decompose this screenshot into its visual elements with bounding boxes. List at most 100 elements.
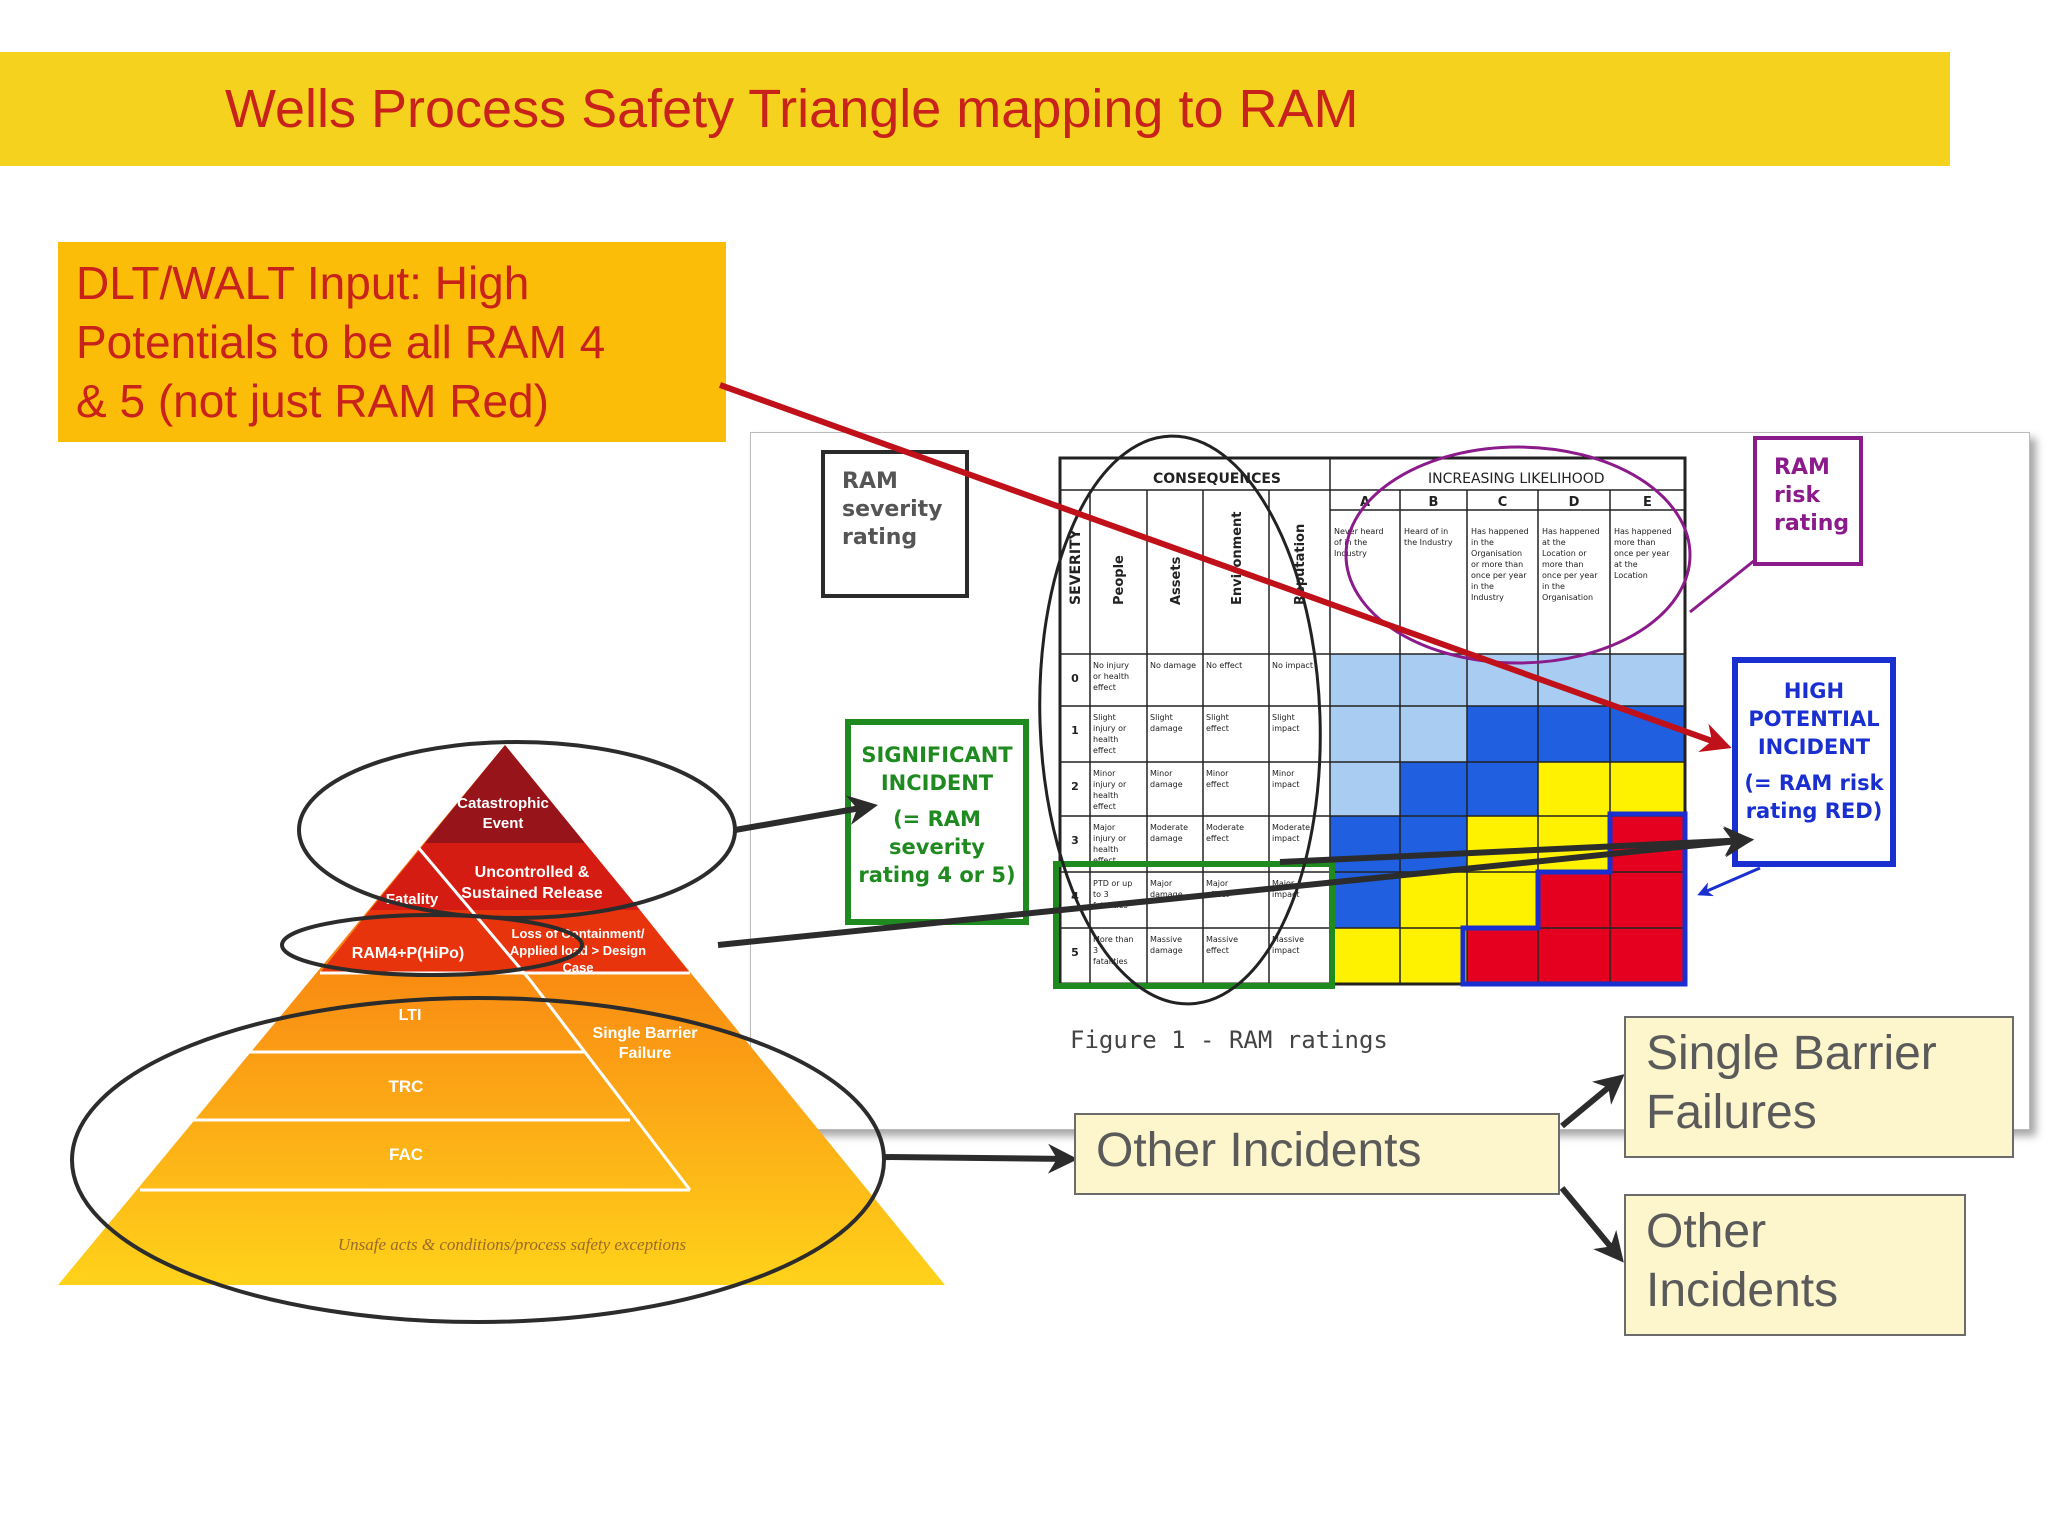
consequence-column-header: Reputation <box>1293 524 1308 605</box>
consequence-cell: No damage <box>1150 661 1196 670</box>
callout-line-3: & 5 (not just RAM Red) <box>76 375 549 427</box>
likelihood-letter: A <box>1360 495 1370 510</box>
likelihood-letter: B <box>1429 495 1439 510</box>
significant-line-5: rating 4 or 5) <box>858 863 1015 887</box>
arrow-catastrophic-to-significant <box>734 795 878 833</box>
matrix-cell <box>1609 705 1686 763</box>
matrix-cell <box>1329 761 1401 817</box>
high-potential-box <box>1732 657 1896 867</box>
pyramid-base <box>58 745 945 1285</box>
arrow-to-single-barrier <box>1560 1074 1625 1129</box>
high-potential-pointer <box>1697 866 1761 897</box>
ram-severity-label-3: rating <box>842 525 917 550</box>
matrix-grid <box>1058 456 1687 986</box>
severity-level: 0 <box>1071 672 1079 685</box>
pyramid-catastrophic-2: Event <box>483 815 524 832</box>
matrix-cell <box>1399 815 1468 873</box>
high-potential-line-4: (= RAM risk <box>1744 771 1884 795</box>
significant-line-1: SIGNIFICANT <box>861 743 1013 767</box>
matrix-cell <box>1329 927 1401 985</box>
pyramid-fac: FAC <box>389 1145 423 1164</box>
likelihood-letter: C <box>1498 495 1508 510</box>
matrix-cell <box>1466 705 1539 763</box>
matrix-cell <box>1609 927 1686 985</box>
ram-severity-label-1: RAM <box>842 469 898 494</box>
other-incidents-line-2: Incidents <box>1646 1264 1839 1317</box>
pyramid-trc: TRC <box>389 1077 424 1096</box>
severity-header: SEVERITY <box>1068 528 1084 605</box>
matrix-cell <box>1399 653 1468 707</box>
consequence-column-header: Environment <box>1230 512 1245 606</box>
ram-risk-box <box>1753 436 1863 566</box>
title-banner <box>0 52 1950 166</box>
safety-pyramid: Catastrophic Event Uncontrolled & Sustai… <box>58 745 945 1285</box>
page-title: Wells Process Safety Triangle mapping to… <box>225 79 1359 139</box>
matrix-cell <box>1329 705 1401 763</box>
matrix-cell <box>1609 761 1686 817</box>
matrix-cell <box>1329 815 1401 873</box>
pyramid-single-barrier-1: Single Barrier <box>593 1025 698 1042</box>
consequence-column-header: People <box>1112 555 1127 605</box>
arrow-to-other-incidents <box>1559 1186 1624 1263</box>
matrix-cell <box>1399 871 1468 929</box>
significant-line-4: severity <box>889 835 985 859</box>
pyramid-catastrophic-tier <box>425 745 585 843</box>
arrow-pyramid-to-other-incidents <box>883 1143 1078 1174</box>
pyramid-uncontrolled-1: Uncontrolled & <box>475 864 590 881</box>
matrix-cell <box>1466 871 1539 929</box>
significant-line-3: (= RAM <box>893 807 981 831</box>
consequence-column-header: Assets <box>1169 556 1184 605</box>
matrix-cell <box>1399 761 1468 817</box>
consequences-header: CONSEQUENCES <box>1153 471 1281 487</box>
pyramid-single-barrier-2: Failure <box>619 1045 672 1062</box>
red-zone-outline <box>1460 811 1688 987</box>
severity-level: 5 <box>1071 946 1079 959</box>
other-incidents-line-1: Other <box>1646 1205 1767 1258</box>
high-potential-line-3: INCIDENT <box>1758 735 1871 759</box>
matrix-cell <box>1329 653 1401 707</box>
severity-level: 1 <box>1071 724 1079 737</box>
pyramid-ram4-tier <box>320 910 690 973</box>
pyramid-ram4: RAM4+P(HiPo) <box>352 945 464 962</box>
consequence-cell: No impact <box>1272 661 1313 670</box>
severity-level: 3 <box>1071 834 1079 847</box>
ram-severity-box <box>821 450 969 598</box>
figure-caption: Figure 1 - RAM ratings <box>1070 1026 1388 1054</box>
matrix-cell <box>1399 705 1468 763</box>
dlt-walt-callout: DLT/WALT Input: High Potentials to be al… <box>58 242 726 442</box>
risk-pointer-line <box>1689 558 1756 614</box>
matrix-cell <box>1537 871 1611 929</box>
arrow-callout-to-high-potential <box>718 382 1732 753</box>
severity-level: 2 <box>1071 780 1079 793</box>
other-incidents-box-main: Other Incidents <box>1074 1113 1560 1195</box>
likelihood-header: INCREASING LIKELIHOOD <box>1428 471 1605 487</box>
pyramid-catastrophic-1: Catastrophic <box>457 795 549 812</box>
matrix-cell <box>1537 927 1611 985</box>
matrix-cell <box>1609 871 1686 929</box>
callout-line-2: Potentials to be all RAM 4 <box>76 316 606 368</box>
severity-4-5-outline <box>1053 861 1335 989</box>
single-barrier-failures-box: Single Barrier Failures <box>1624 1016 2014 1158</box>
high-potential-line-5: rating RED) <box>1746 799 1883 823</box>
single-barrier-line-2: Failures <box>1646 1086 1817 1139</box>
ram-risk-label-2: risk <box>1774 483 1821 508</box>
